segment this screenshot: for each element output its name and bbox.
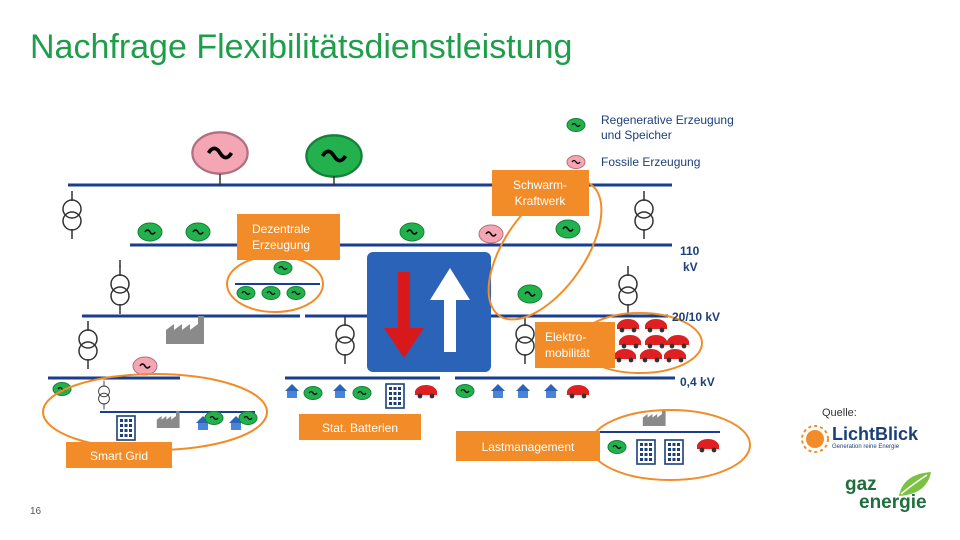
leaf-icon — [899, 472, 931, 496]
legend-renewable-icon — [566, 117, 586, 133]
small-generator-icon — [303, 385, 323, 401]
callout-lastmanagement: Lastmanagement — [456, 431, 600, 461]
lichtblick-tagline: Generation reine Energie — [832, 444, 900, 450]
gaz-logo-line1: gaz — [845, 474, 877, 495]
solar-generator-icon — [399, 222, 425, 242]
arrow-down-icon — [384, 272, 424, 358]
voltage-110kv-line2: kV — [683, 260, 698, 274]
renewable-generator-icon — [517, 284, 543, 304]
house-icon — [333, 384, 347, 398]
arrow-up-icon — [430, 268, 470, 352]
transformer-110kv-right-icon — [634, 190, 654, 240]
page-number: 16 — [30, 506, 42, 517]
callout-elektro-line2: mobilität — [545, 346, 590, 360]
electric-car-icon — [617, 319, 639, 333]
callout-batterien: Stat. Batterien — [299, 414, 421, 440]
transformer-110kv-left-icon — [62, 190, 82, 240]
voltage-110kv-line1: 110 — [680, 244, 700, 258]
transformer-04kv-icon — [515, 315, 535, 365]
transformer-20kv-icon — [110, 265, 130, 315]
small-generator-icon — [273, 260, 293, 276]
electric-car-icon — [645, 319, 667, 333]
callout-lastmanagement-label: Lastmanagement — [482, 440, 575, 454]
electric-car-icon — [640, 349, 662, 363]
fossil-power-plant-icon — [190, 130, 250, 176]
electric-car-icon — [664, 349, 686, 363]
electric-car-icon — [415, 385, 437, 399]
apartment-building-icon — [664, 439, 684, 465]
small-generator-icon — [238, 410, 258, 426]
electric-car-icon — [667, 335, 689, 349]
source-label: Quelle: — [822, 407, 857, 419]
gaz-logo-line2: energie — [859, 492, 927, 513]
electric-car-icon — [614, 349, 636, 363]
small-generator-icon — [607, 439, 627, 455]
callout-smartgrid: Smart Grid — [66, 442, 172, 468]
apartment-building-icon — [116, 415, 136, 441]
voltage-04kv-label: 0,4 kV — [680, 375, 715, 389]
callout-dezentral-line2: Erzeugung — [252, 238, 310, 252]
electric-car-icon — [567, 385, 589, 399]
callout-dezentral: Dezentrale Erzeugung — [237, 214, 340, 260]
wind-generator-icon — [185, 222, 211, 242]
transformer-04kv-left-icon — [78, 320, 98, 370]
lichtblick-name: LichtBlick — [832, 424, 919, 444]
legend-renewable-line1: Regenerative Erzeugung — [601, 113, 734, 127]
callout-smartgrid-label: Smart Grid — [90, 449, 148, 463]
small-transformer-icon — [98, 380, 110, 410]
small-factory-icon — [156, 411, 180, 428]
electric-car-icon — [697, 439, 719, 453]
callout-batterien-label: Stat. Batterien — [322, 421, 398, 435]
electric-car-icon — [645, 335, 667, 349]
callout-dezentral-line1: Dezentrale — [252, 222, 310, 236]
renewable-power-plant-icon — [304, 133, 364, 179]
small-generator-icon — [286, 285, 306, 301]
callout-elektro-line1: Elektro- — [545, 330, 586, 344]
callout-schwarm-line2: Kraftwerk — [515, 194, 567, 208]
voltage-20kv-label: 20/10 kV — [672, 310, 720, 324]
gaz-energie-logo: gaz energie — [845, 470, 940, 520]
industry-factory-icon — [166, 316, 204, 344]
wind-generator-icon — [137, 222, 163, 242]
callout-schwarm: Schwarm- Kraftwerk — [492, 170, 589, 216]
fossil-generator-icon — [478, 224, 504, 244]
house-icon — [544, 384, 558, 398]
small-generator-icon — [236, 285, 256, 301]
lichtblick-sun-icon — [801, 425, 829, 453]
small-generator-icon — [352, 385, 372, 401]
legend-renewable-line2: und Speicher — [601, 128, 672, 142]
house-icon — [285, 384, 299, 398]
transformer-04kv-icon — [335, 315, 355, 365]
slide-title: Nachfrage Flexibilitätsdienstleistung — [30, 28, 573, 66]
small-generator-icon — [204, 410, 224, 426]
renewable-generator-icon — [555, 219, 581, 239]
small-generator-icon — [261, 285, 281, 301]
legend-fossil: Fossile Erzeugung — [601, 155, 700, 169]
house-icon — [516, 384, 530, 398]
flexibility-arrows-sign — [367, 252, 491, 372]
transformer-20kv-right-icon — [618, 265, 638, 315]
apartment-building-icon — [385, 383, 405, 409]
callout-elektro: Elektro- mobilität — [535, 322, 615, 368]
lichtblick-logo: LichtBlick Generation reine Energie — [800, 422, 930, 456]
callout-schwarm-line1: Schwarm- — [513, 178, 567, 192]
house-icon — [491, 384, 505, 398]
fossil-generator-icon — [132, 356, 158, 376]
busbar-04kv — [48, 376, 720, 433]
small-generator-icon — [455, 383, 475, 399]
schwarm-cluster-outline — [487, 179, 603, 321]
electric-car-icon — [619, 335, 641, 349]
apartment-building-icon — [636, 439, 656, 465]
